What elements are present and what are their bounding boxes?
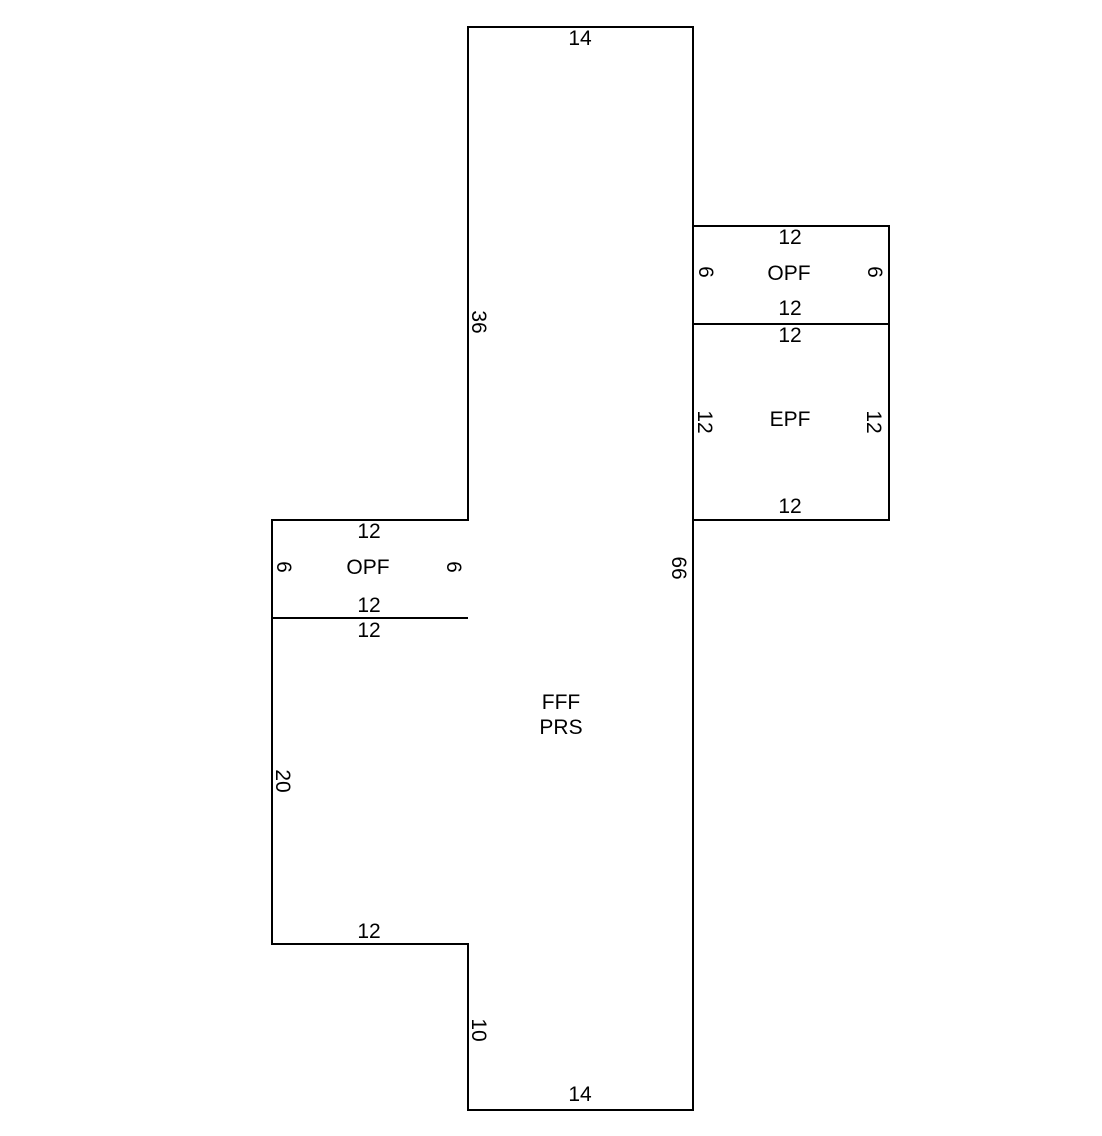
main-dim-left-top: 12 xyxy=(357,619,380,642)
enclosed-porch-dim-top: 12 xyxy=(778,324,801,347)
porch-right-dim-left: 6 xyxy=(694,266,717,278)
main-dim-step-side: 10 xyxy=(467,1018,490,1041)
main-dim-top: 14 xyxy=(568,27,592,50)
main-label-fff: FFF xyxy=(542,691,580,714)
porch-right-dim-bottom: 12 xyxy=(778,297,801,320)
main-dim-bottom: 14 xyxy=(568,1083,592,1106)
porch-left-dim-top: 12 xyxy=(357,520,380,543)
main-dim-step-top: 12 xyxy=(357,920,380,943)
enclosed-porch-dim-left: 12 xyxy=(693,410,716,433)
porch-left-dim-bottom: 12 xyxy=(357,594,380,617)
main-dim-left-lower: 20 xyxy=(271,769,294,792)
porch-left-dim-left: 6 xyxy=(272,561,295,573)
porch-right-dim-top: 12 xyxy=(778,226,801,249)
main-building-outline xyxy=(271,26,694,1111)
main-dim-left-upper: 36 xyxy=(467,310,490,333)
main-dim-right: 66 xyxy=(667,556,690,579)
porch-left-dim-right: 6 xyxy=(442,561,465,573)
enclosed-porch-dim-right: 12 xyxy=(862,410,885,433)
right-porch-outline xyxy=(693,225,890,521)
porch-right-label: OPF xyxy=(767,262,810,285)
main-label-prs: PRS xyxy=(539,716,582,739)
enclosed-porch-label: EPF xyxy=(770,408,811,431)
porch-left-label: OPF xyxy=(346,556,389,579)
enclosed-porch-dim-bottom: 12 xyxy=(778,495,801,518)
porch-right-dim-right: 6 xyxy=(863,266,886,278)
